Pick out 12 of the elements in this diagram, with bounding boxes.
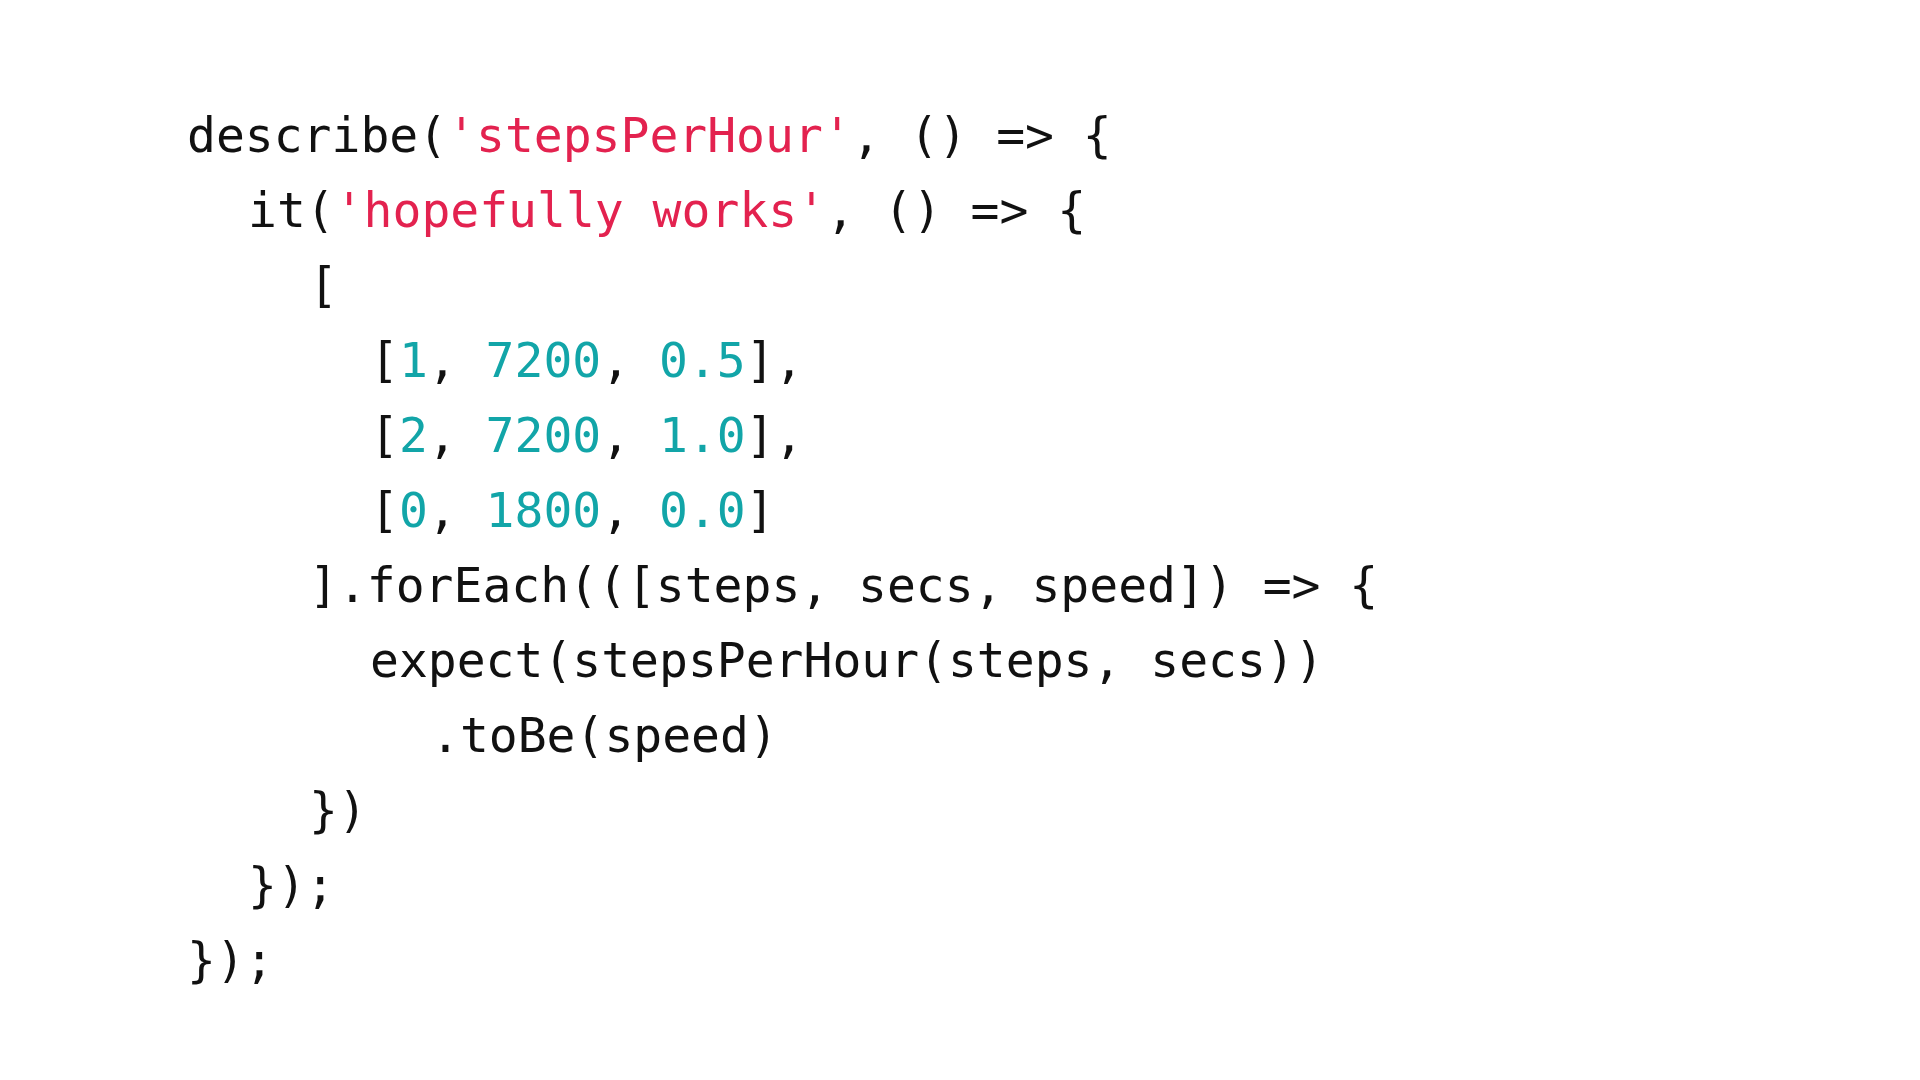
code-line: [ bbox=[309, 256, 338, 315]
code-line: describe('stepsPerHour', () => { bbox=[187, 106, 1112, 165]
code-line: [0, 1800, 0.0] bbox=[370, 481, 775, 540]
code-line: [2, 7200, 1.0], bbox=[370, 406, 804, 465]
code-line: [1, 7200, 0.5], bbox=[370, 331, 804, 390]
code-line: ].forEach(([steps, secs, speed]) => { bbox=[309, 556, 1379, 615]
code-line: }) bbox=[309, 781, 367, 840]
code-line: .toBe(speed) bbox=[431, 706, 778, 765]
code-line: it('hopefully works', () => { bbox=[248, 181, 1087, 240]
code-line: }); bbox=[248, 856, 335, 915]
code-line: }); bbox=[187, 931, 274, 990]
code-line: expect(stepsPerHour(steps, secs)) bbox=[370, 631, 1324, 690]
